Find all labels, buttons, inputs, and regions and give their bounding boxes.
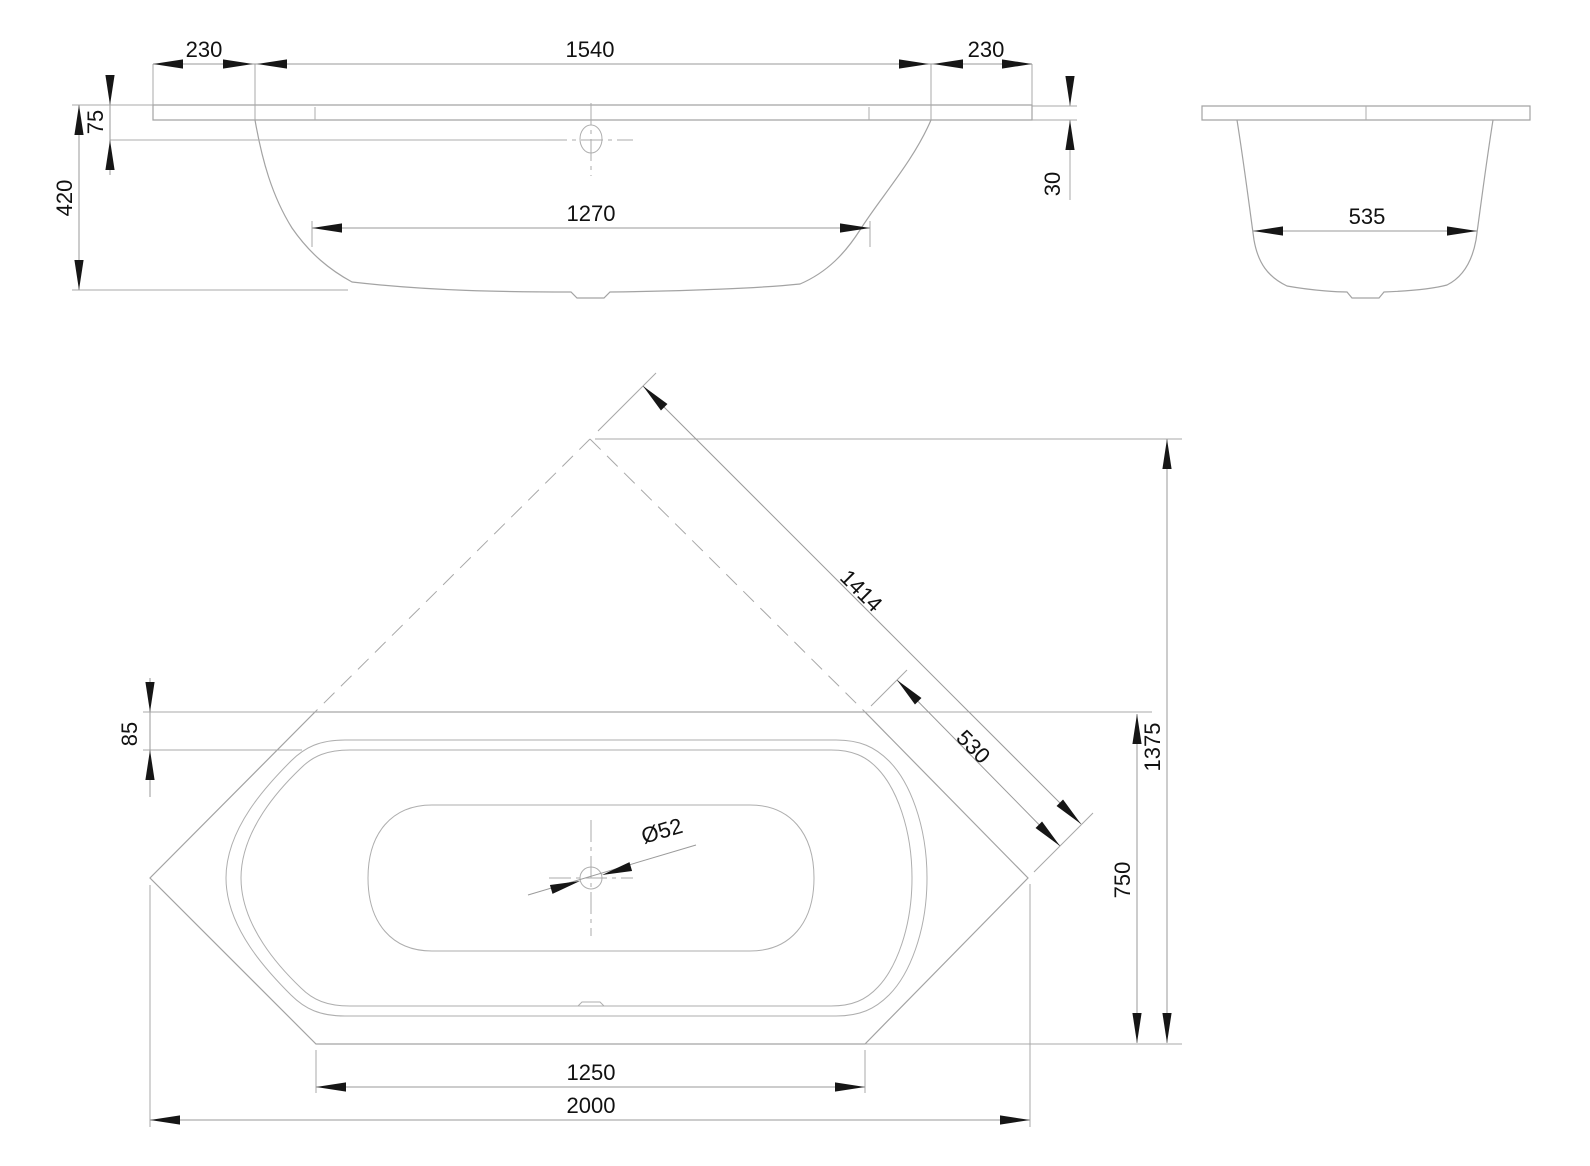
dim-label-2000: 2000 bbox=[567, 1093, 616, 1118]
dim-label-420: 420 bbox=[52, 180, 77, 217]
dim-85: 85 bbox=[117, 678, 155, 797]
dim-2000: 2000 bbox=[150, 1093, 1030, 1125]
plan-rim-outer bbox=[225, 739, 928, 1017]
dim-label-52: Ø52 bbox=[638, 813, 685, 849]
dim-label-535: 535 bbox=[1349, 204, 1386, 229]
dim-drain-52: Ø52 bbox=[527, 813, 697, 896]
dim-label-1375: 1375 bbox=[1140, 723, 1165, 772]
dim-label-30: 30 bbox=[1040, 172, 1065, 196]
dim-label-85: 85 bbox=[117, 722, 142, 746]
plan-corner-projection-right bbox=[589, 438, 866, 713]
plan-corner-projection-left bbox=[314, 438, 591, 713]
dim-75: 75 bbox=[83, 75, 115, 175]
dim-30: 30 bbox=[1032, 76, 1077, 200]
dim-label-75: 75 bbox=[83, 110, 108, 134]
dim-label-230-left: 230 bbox=[186, 37, 223, 62]
dim-top-chain: 230 1540 230 bbox=[152, 37, 1033, 120]
side-rim-bar bbox=[152, 104, 1033, 121]
dim-label-230-right: 230 bbox=[968, 37, 1005, 62]
dim-1414: 1414 bbox=[597, 372, 1085, 828]
plan-view: Ø52 85 1414 530 bbox=[117, 372, 1182, 1127]
end-rim-bar bbox=[1201, 105, 1531, 121]
plan-overflow-tab bbox=[577, 1001, 605, 1007]
dim-1270: 1270 bbox=[311, 201, 871, 247]
dim-420: 420 bbox=[52, 104, 348, 291]
dim-label-1270: 1270 bbox=[567, 201, 616, 226]
side-rim-ticks bbox=[254, 105, 932, 120]
dim-label-1250: 1250 bbox=[567, 1060, 616, 1085]
dim-label-750: 750 bbox=[1110, 862, 1135, 899]
plan-rim-inner bbox=[240, 749, 913, 1007]
plan-extension-lines bbox=[143, 438, 1182, 1127]
side-elevation-view: 230 1540 230 420 75 30 bbox=[52, 37, 1077, 299]
plan-floor-outline bbox=[367, 804, 815, 952]
dim-1375: 1375 bbox=[1140, 439, 1172, 1043]
dim-1250: 1250 bbox=[316, 1060, 865, 1092]
end-elevation-view: 535 bbox=[1201, 105, 1531, 299]
end-tub-silhouette bbox=[1236, 119, 1494, 299]
dim-750: 750 bbox=[1110, 714, 1142, 1043]
dim-label-1414: 1414 bbox=[835, 565, 887, 617]
dim-label-1540: 1540 bbox=[566, 37, 615, 62]
side-drain-hole bbox=[579, 124, 603, 154]
dim-530: 530 bbox=[870, 669, 1094, 873]
side-tub-silhouette bbox=[254, 119, 932, 299]
dim-535: 535 bbox=[1253, 204, 1477, 236]
